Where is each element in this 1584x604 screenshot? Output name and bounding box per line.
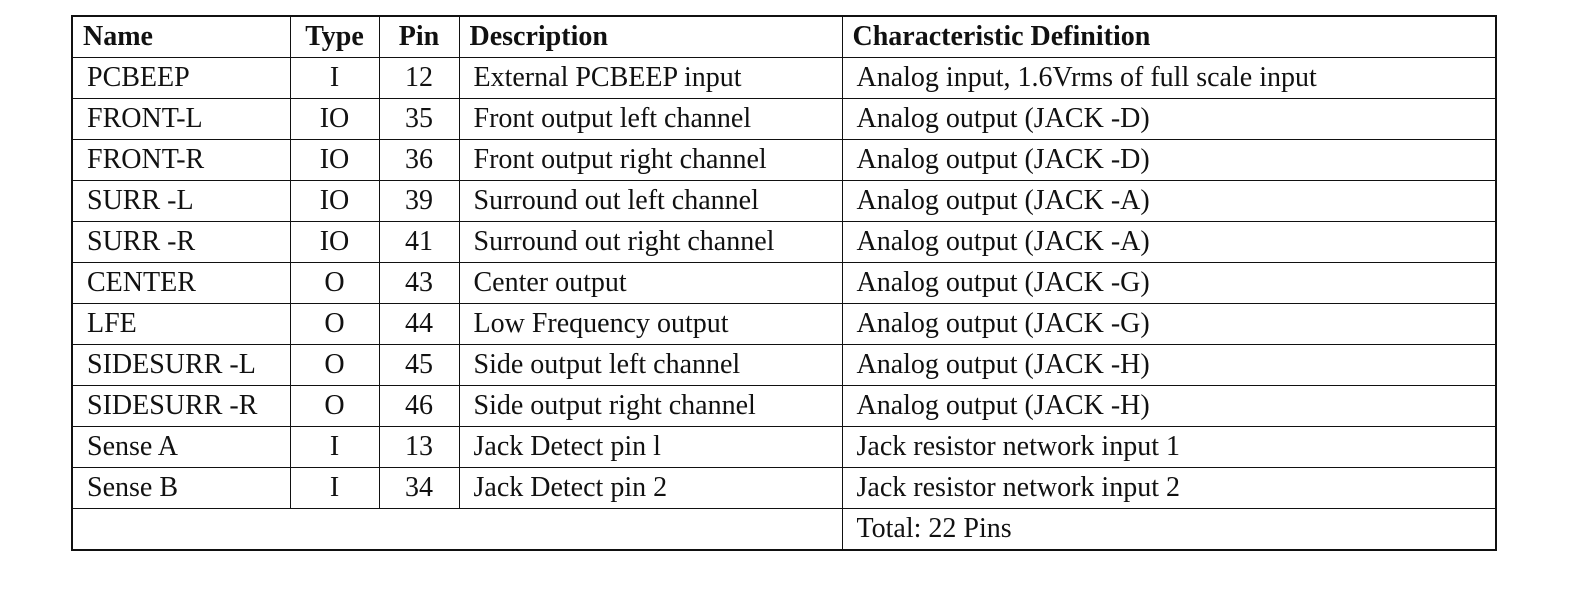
header-pin: Pin xyxy=(378,15,460,58)
cell-name: SIDESURR -L xyxy=(71,344,291,386)
cell-characteristic: Jack resistor network input 2 xyxy=(841,467,1497,509)
cell-description: External PCBEEP input xyxy=(458,57,843,99)
cell-name: Sense B xyxy=(71,467,291,509)
cell-description: Jack Detect pin 2 xyxy=(458,467,843,509)
cell-name: FRONT-L xyxy=(71,98,291,140)
cell-pin: 39 xyxy=(378,180,460,222)
table-row: SURR -L IO 39 Surround out left channel … xyxy=(71,180,1497,222)
cell-type: IO xyxy=(289,221,380,263)
table-row: SIDESURR -R O 46 Side output right chann… xyxy=(71,385,1497,427)
cell-description: Center output xyxy=(458,262,843,304)
cell-name: Sense A xyxy=(71,426,291,468)
cell-pin: 41 xyxy=(378,221,460,263)
cell-type: O xyxy=(289,344,380,386)
cell-description: Side output right channel xyxy=(458,385,843,427)
cell-type: IO xyxy=(289,180,380,222)
header-name: Name xyxy=(71,15,291,58)
cell-pin: 43 xyxy=(378,262,460,304)
table-row: LFE O 44 Low Frequency output Analog out… xyxy=(71,303,1497,345)
total-row: Total: 22 Pins xyxy=(71,508,1497,551)
cell-name: PCBEEP xyxy=(71,57,291,99)
cell-type: IO xyxy=(289,98,380,140)
cell-name: LFE xyxy=(71,303,291,345)
cell-type: IO xyxy=(289,139,380,181)
cell-type: O xyxy=(289,303,380,345)
cell-characteristic: Analog output (JACK -G) xyxy=(841,262,1497,304)
pin-definition-table: Name Type Pin Description Characteristic… xyxy=(71,15,1497,551)
cell-name: SURR -R xyxy=(71,221,291,263)
table-row: PCBEEP I 12 External PCBEEP input Analog… xyxy=(71,57,1497,99)
cell-characteristic: Analog output (JACK -H) xyxy=(841,385,1497,427)
cell-description: Low Frequency output xyxy=(458,303,843,345)
cell-pin: 36 xyxy=(378,139,460,181)
table-row: FRONT-L IO 35 Front output left channel … xyxy=(71,98,1497,140)
cell-description: Side output left channel xyxy=(458,344,843,386)
cell-type: I xyxy=(289,57,380,99)
table-body: PCBEEP I 12 External PCBEEP input Analog… xyxy=(71,57,1497,551)
cell-pin: 35 xyxy=(378,98,460,140)
cell-type: I xyxy=(289,467,380,509)
cell-description: Front output left channel xyxy=(458,98,843,140)
cell-description: Front output right channel xyxy=(458,139,843,181)
table-row: SURR -R IO 41 Surround out right channel… xyxy=(71,221,1497,263)
cell-characteristic: Analog input, 1.6Vrms of full scale inpu… xyxy=(841,57,1497,99)
table-row: SIDESURR -L O 45 Side output left channe… xyxy=(71,344,1497,386)
table-row: Sense A I 13 Jack Detect pin l Jack resi… xyxy=(71,426,1497,468)
table-row: FRONT-R IO 36 Front output right channel… xyxy=(71,139,1497,181)
cell-characteristic: Analog output (JACK -A) xyxy=(841,221,1497,263)
cell-name: SURR -L xyxy=(71,180,291,222)
cell-pin: 13 xyxy=(378,426,460,468)
cell-pin: 44 xyxy=(378,303,460,345)
table-row: CENTER O 43 Center output Analog output … xyxy=(71,262,1497,304)
cell-name: CENTER xyxy=(71,262,291,304)
cell-type: O xyxy=(289,385,380,427)
cell-characteristic: Jack resistor network input 1 xyxy=(841,426,1497,468)
header-type: Type xyxy=(289,15,380,58)
cell-name: FRONT-R xyxy=(71,139,291,181)
cell-type: O xyxy=(289,262,380,304)
cell-description: Surround out left channel xyxy=(458,180,843,222)
cell-pin: 12 xyxy=(378,57,460,99)
total-row-blank-cell xyxy=(71,508,843,551)
total-pins: Total: 22 Pins xyxy=(841,508,1497,551)
header-characteristic: Characteristic Definition xyxy=(841,15,1497,58)
table-header-row: Name Type Pin Description Characteristic… xyxy=(71,15,1497,58)
table-row: Sense B I 34 Jack Detect pin 2 Jack resi… xyxy=(71,467,1497,509)
cell-name: SIDESURR -R xyxy=(71,385,291,427)
cell-characteristic: Analog output (JACK -D) xyxy=(841,98,1497,140)
cell-characteristic: Analog output (JACK -D) xyxy=(841,139,1497,181)
cell-type: I xyxy=(289,426,380,468)
header-description: Description xyxy=(458,15,843,58)
cell-description: Jack Detect pin l xyxy=(458,426,843,468)
cell-characteristic: Analog output (JACK -G) xyxy=(841,303,1497,345)
cell-characteristic: Analog output (JACK -H) xyxy=(841,344,1497,386)
cell-pin: 46 xyxy=(378,385,460,427)
cell-description: Surround out right channel xyxy=(458,221,843,263)
cell-characteristic: Analog output (JACK -A) xyxy=(841,180,1497,222)
cell-pin: 34 xyxy=(378,467,460,509)
cell-pin: 45 xyxy=(378,344,460,386)
